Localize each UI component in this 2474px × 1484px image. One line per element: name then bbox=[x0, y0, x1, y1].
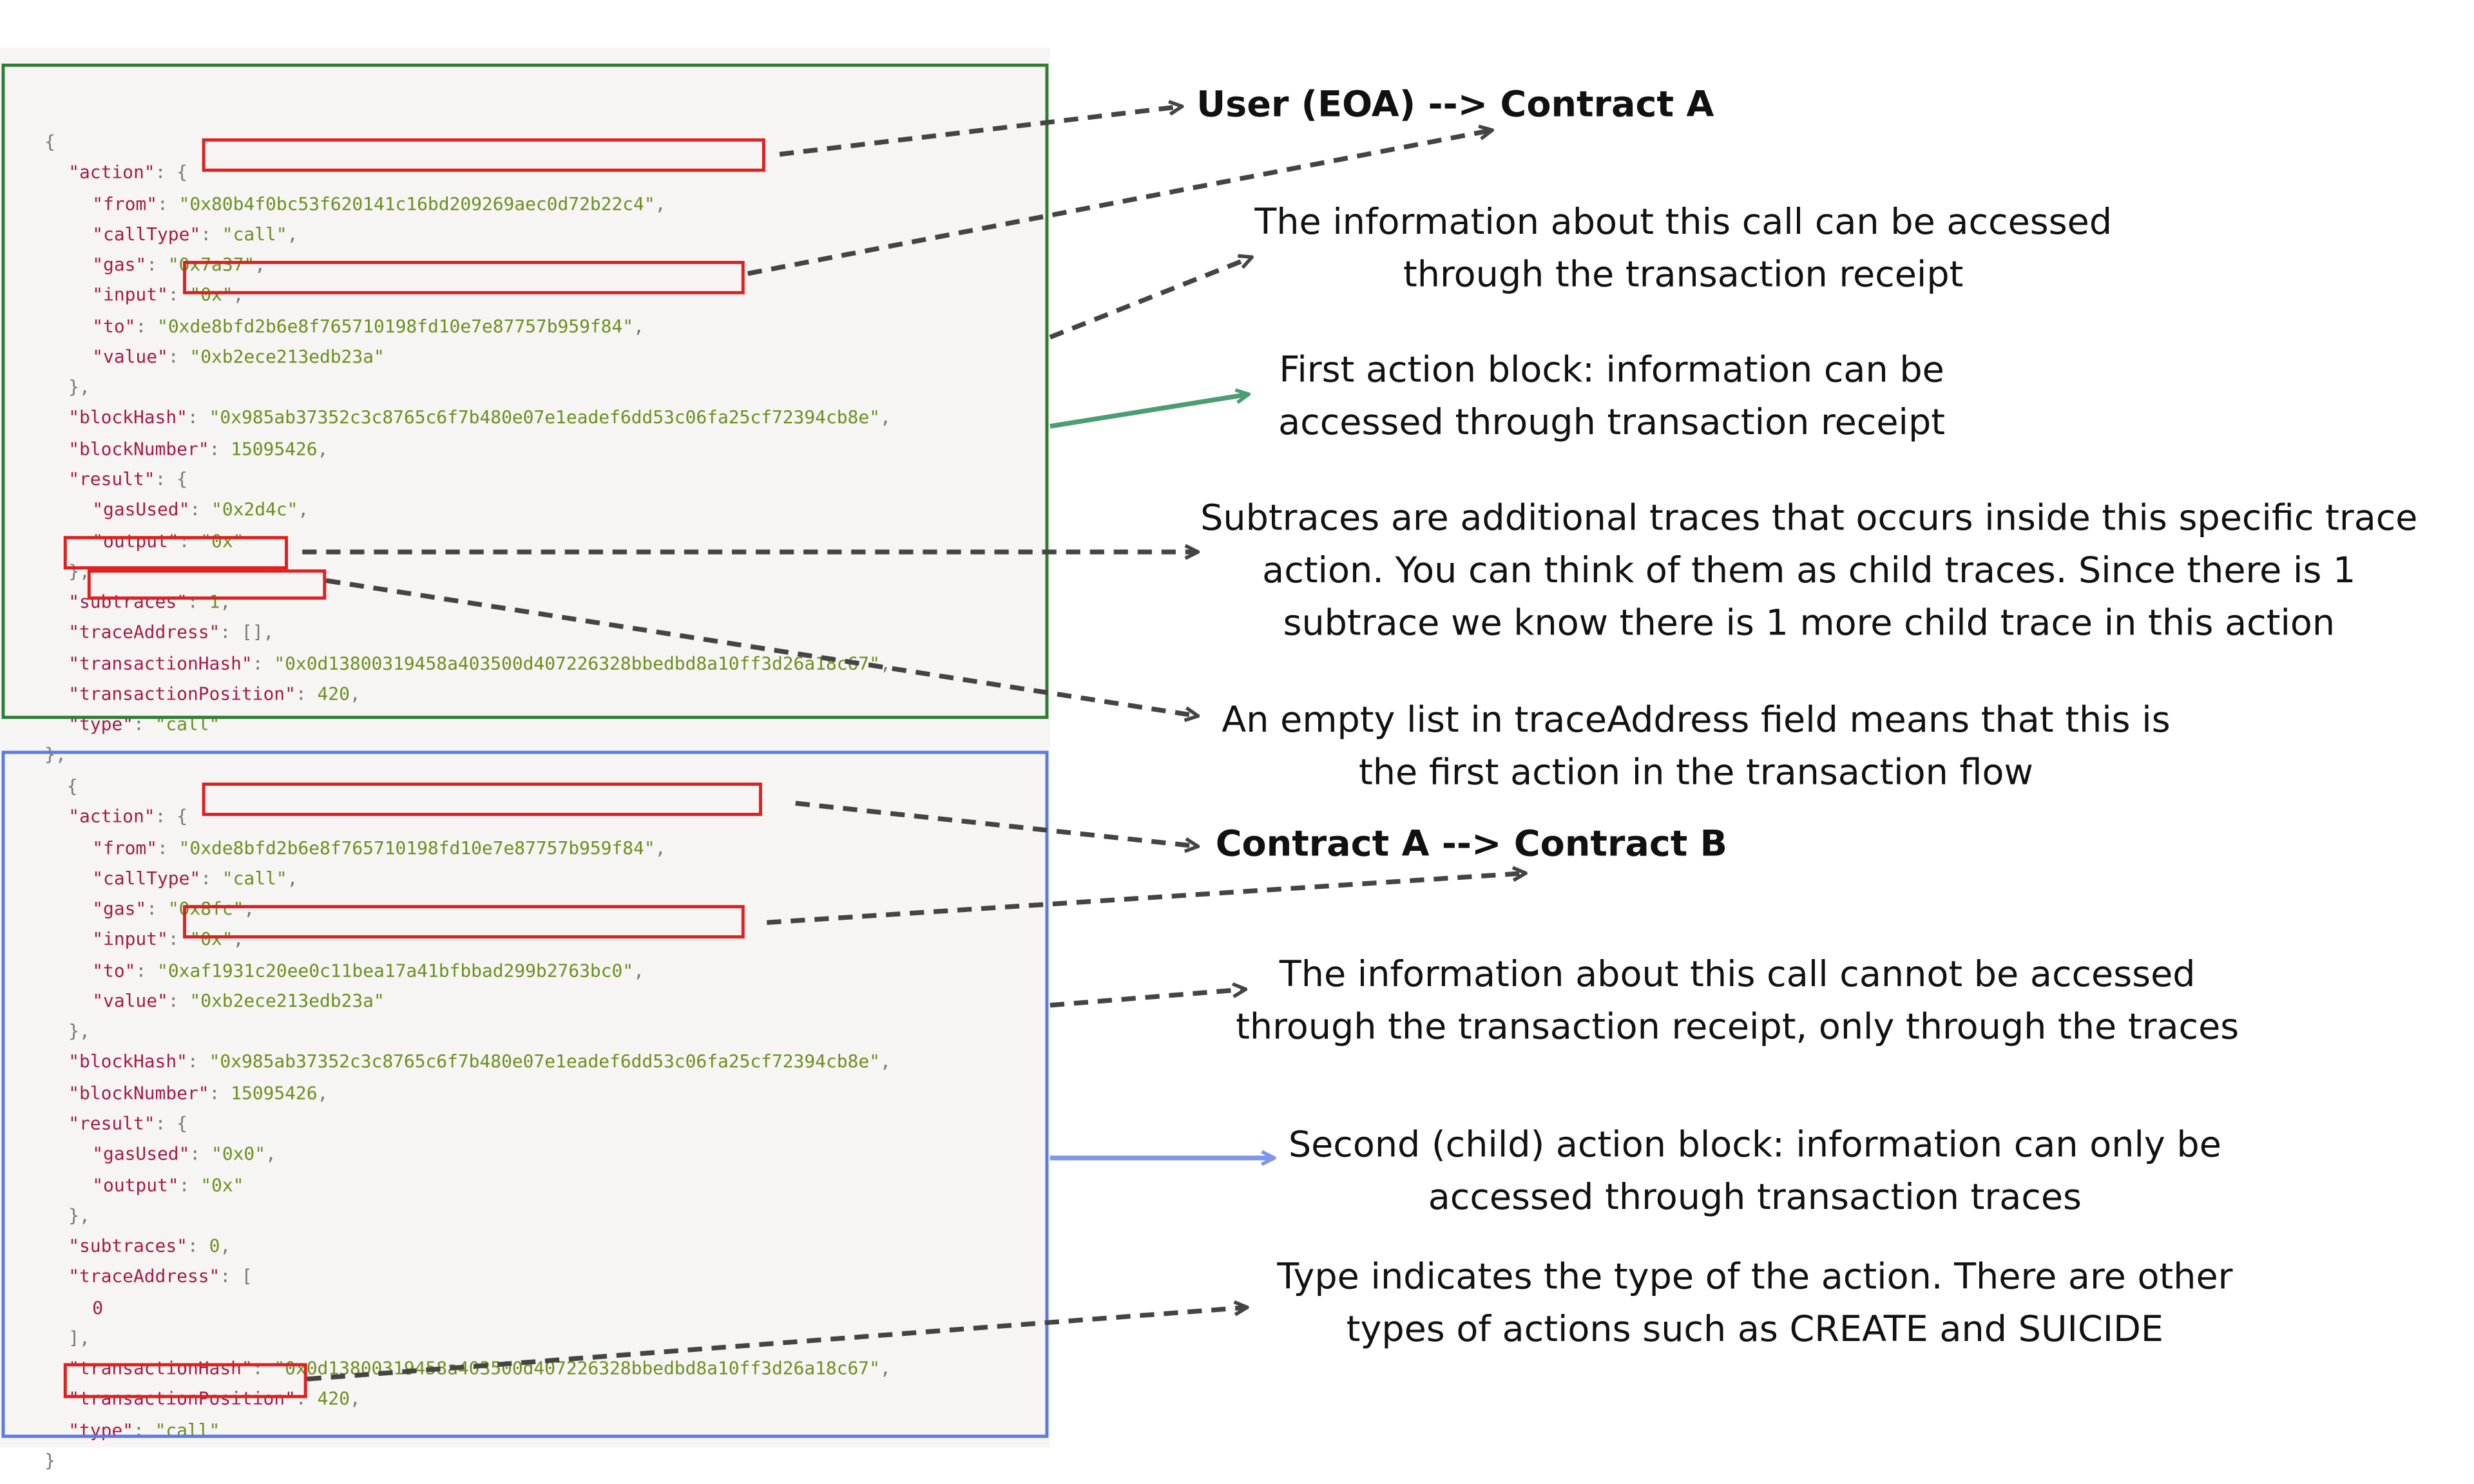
code-line: }, bbox=[68, 1205, 90, 1226]
to-highlight-2 bbox=[182, 905, 745, 939]
code-line: "action": { bbox=[68, 806, 187, 828]
arrow-receipt-access bbox=[1049, 258, 1251, 339]
empty-trace-address-note: An empty list in traceAddress field mean… bbox=[1222, 699, 2171, 794]
code-line: { bbox=[66, 776, 78, 797]
code-line: "blockNumber": 15095426, bbox=[68, 438, 329, 459]
arrow-to-contract-a bbox=[747, 130, 1491, 276]
code-line: "input": "0x", bbox=[92, 929, 244, 951]
code-line: "input": "0x", bbox=[92, 285, 244, 306]
code-line: "subtraces": 0, bbox=[68, 1235, 231, 1257]
code-line: "transactionHash": "0x0d13800319458a4035… bbox=[68, 1358, 891, 1380]
code-line: }, bbox=[44, 745, 66, 766]
first-action-block-outline bbox=[1, 63, 1049, 719]
code-line: "transactionPosition": 420, bbox=[68, 1389, 361, 1410]
trace-address-highlight bbox=[87, 569, 327, 600]
arrow-traces-only bbox=[1050, 989, 1244, 1008]
code-line: "value": "0xb2ece213edb23a" bbox=[92, 347, 385, 368]
code-line: "blockHash": "0x985ab37352c3c8765c6f7b48… bbox=[68, 408, 891, 429]
traces-only-note: The information about this call cannot b… bbox=[1236, 954, 2239, 1049]
second-action-block-note: Second (child) action block: information… bbox=[1288, 1124, 2221, 1219]
code-line: "gasUsed": "0x0", bbox=[92, 1144, 276, 1165]
from-highlight-1 bbox=[202, 138, 765, 172]
arrow-from-to-user-contract-a bbox=[779, 106, 1180, 157]
type-note: Type indicates the type of the action. T… bbox=[1277, 1256, 2233, 1351]
code-line: "gas": "0x8fc", bbox=[92, 899, 255, 920]
code-line: { bbox=[44, 131, 55, 153]
user-to-contract-a-label: User (EOA) --> Contract A bbox=[1196, 84, 1714, 126]
arrow-first-action-block bbox=[1050, 394, 1247, 429]
receipt-access-note: The information about this call can be a… bbox=[1254, 202, 2113, 296]
to-highlight-1 bbox=[182, 260, 745, 294]
code-line: "transactionPosition": 420, bbox=[68, 683, 361, 705]
first-action-block-note: First action block: information can be a… bbox=[1278, 350, 1946, 444]
subtraces-note: Subtraces are additional traces that occ… bbox=[1200, 497, 2418, 645]
code-line: "blockHash": "0x985ab37352c3c8765c6f7b48… bbox=[68, 1052, 891, 1073]
code-line: "output": "0x" bbox=[92, 530, 244, 551]
from-highlight-2 bbox=[202, 782, 762, 816]
code-line: "gasUsed": "0x2d4c", bbox=[92, 500, 309, 521]
code-line: "result": { bbox=[68, 469, 187, 490]
code-line: "result": { bbox=[68, 1113, 187, 1134]
code-line: "traceAddress": [ bbox=[68, 1266, 253, 1288]
code-line: }, bbox=[68, 377, 90, 398]
code-line: "transactionHash": "0x0d13800319458a4035… bbox=[68, 652, 891, 674]
code-line: ], bbox=[68, 1327, 90, 1349]
contract-a-to-b-label: Contract A --> Contract B bbox=[1215, 824, 1728, 866]
code-line: "callType": "call", bbox=[92, 868, 298, 889]
code-line: "action": { bbox=[68, 162, 187, 184]
trace-code-panel: { "action": { "from": "0x80b4f0bc53f620141… bbox=[0, 48, 1050, 1471]
code-line: "from": "0xde8bfd2b6e8f765710198fd10e7e8… bbox=[92, 837, 666, 859]
subtraces-highlight bbox=[63, 536, 288, 570]
arrow-trace-address bbox=[325, 578, 1196, 716]
code-line: "traceAddress": [], bbox=[68, 622, 274, 643]
code-line: "output": "0x" bbox=[92, 1174, 244, 1195]
type-highlight bbox=[63, 1363, 307, 1398]
code-line: "from": "0x80b4f0bc53f620141c16bd209269a… bbox=[92, 193, 666, 214]
code-line: 0 bbox=[92, 1297, 104, 1318]
code-line: "gas": "0x7a37", bbox=[92, 254, 266, 276]
code-line: "to": "0xde8bfd2b6e8f765710198fd10e7e877… bbox=[92, 316, 644, 337]
arrow-from-contract-a-b bbox=[795, 801, 1196, 846]
code-line: } bbox=[44, 1451, 55, 1472]
code-line: "blockNumber": 15095426, bbox=[68, 1082, 329, 1104]
code-line: }, bbox=[68, 561, 90, 582]
code-line: "to": "0xaf1931c20ee0c11bea17a41bfbbad29… bbox=[92, 960, 644, 981]
arrow-type bbox=[307, 1308, 1246, 1382]
arrow-to-contract-b bbox=[767, 873, 1524, 926]
code-line: }, bbox=[68, 1021, 90, 1042]
code-line: "value": "0xb2ece213edb23a" bbox=[92, 991, 385, 1012]
code-line: "callType": "call", bbox=[92, 224, 298, 245]
second-action-block-outline bbox=[1, 750, 1049, 1438]
